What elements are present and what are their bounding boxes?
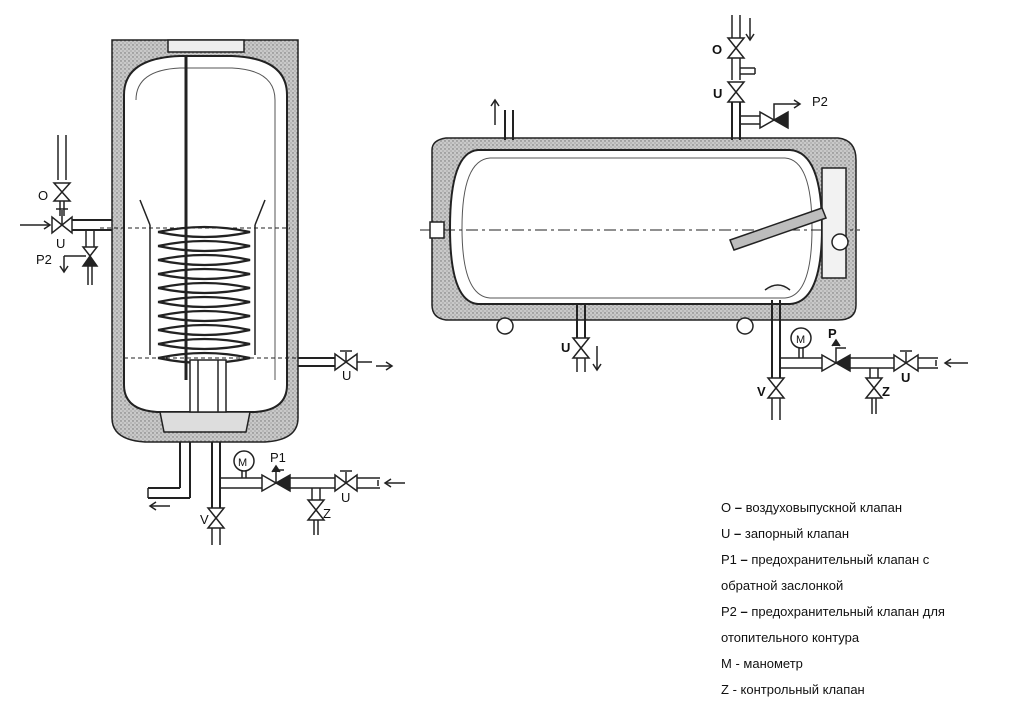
label-u-right-top: U	[713, 86, 722, 101]
legend-item-m: M - манометр	[721, 656, 803, 671]
label-p2-right: P2	[812, 94, 828, 109]
legend-item-p2: P2 – предохранительный клапан для	[721, 604, 945, 619]
label-m-left: M	[238, 457, 247, 469]
legend-item-p1-cont: обратной заслонкой	[721, 578, 844, 593]
label-u-left-bottom: U	[341, 490, 350, 505]
legend: O – воздуховыпускной клапан U – запорный…	[721, 495, 1011, 703]
horizontal-heater	[420, 15, 968, 420]
label-v-left: V	[200, 512, 209, 527]
label-u-right-side: U	[901, 370, 910, 385]
label-u-left: U	[56, 236, 65, 251]
legend-item-p1: P1 – предохранительный клапан с	[721, 552, 930, 567]
vertical-heater	[20, 39, 405, 545]
diagram-labels: O U P2 U M P1 U V Z O U P2 U M P U V Z	[36, 42, 910, 527]
label-u-right-bottom: U	[561, 340, 570, 355]
label-p1-left: P1	[270, 450, 286, 465]
label-o-left: O	[38, 188, 48, 203]
label-p2-left: P2	[36, 252, 52, 267]
label-z-left: Z	[323, 506, 331, 521]
label-p-right: P	[828, 326, 837, 341]
legend-item-z: Z - контрольный клапан	[721, 682, 865, 697]
legend-item-o: O – воздуховыпускной клапан	[721, 500, 902, 515]
label-o-right: O	[712, 42, 722, 57]
label-m-right: M	[796, 334, 805, 346]
legend-item-p2-cont: отопительного контура	[721, 630, 860, 645]
legend-item-u: U – запорный клапан	[721, 526, 850, 541]
label-z-right: Z	[882, 384, 890, 399]
label-u-left-side: U	[342, 368, 351, 383]
label-v-right: V	[757, 384, 766, 399]
